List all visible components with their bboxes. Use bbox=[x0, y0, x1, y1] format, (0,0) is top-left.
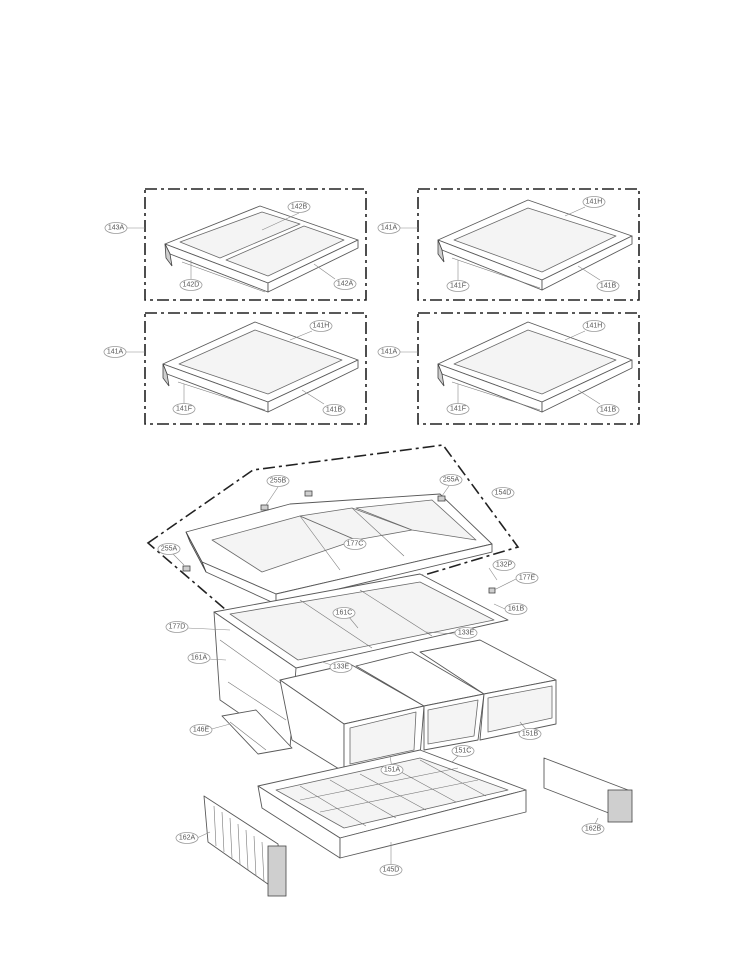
shelf-group-box-mid-left bbox=[144, 312, 367, 425]
crisper-frame bbox=[213, 573, 509, 749]
svg-text:142A: 142A bbox=[337, 281, 354, 288]
label-151c: 151C bbox=[451, 745, 475, 757]
svg-text:141F: 141F bbox=[450, 283, 466, 290]
label-141f-1: 141F bbox=[446, 280, 470, 292]
svg-text:162A: 162A bbox=[179, 835, 196, 842]
svg-text:133E: 133E bbox=[333, 664, 350, 671]
label-255b: 255B bbox=[266, 475, 290, 487]
label-141b-1: 141B bbox=[596, 280, 620, 292]
svg-text:151A: 151A bbox=[384, 767, 401, 774]
label-141b-3: 141B bbox=[596, 404, 620, 416]
label-151b: 151B bbox=[518, 728, 542, 740]
label-177c: 177C bbox=[343, 538, 367, 550]
shelf-group-box-mid-right bbox=[417, 312, 640, 425]
svg-text:141B: 141B bbox=[600, 283, 617, 290]
svg-text:161B: 161B bbox=[508, 606, 525, 613]
label-142d: 142D bbox=[179, 279, 203, 291]
svg-text:141B: 141B bbox=[326, 407, 343, 414]
label-141h-3: 141H bbox=[582, 320, 606, 332]
svg-text:177C: 177C bbox=[347, 541, 364, 548]
svg-text:177E: 177E bbox=[519, 575, 536, 582]
label-177e: 177E bbox=[515, 572, 539, 584]
label-141h-2: 141H bbox=[309, 320, 333, 332]
label-161b: 161B bbox=[504, 603, 528, 615]
label-141a-1: 141A bbox=[377, 222, 401, 234]
svg-text:141H: 141H bbox=[586, 199, 603, 206]
shelf-group-box-top-right bbox=[417, 188, 640, 301]
clip-255a-left bbox=[182, 565, 191, 572]
label-161c: 161C bbox=[332, 607, 356, 619]
svg-text:141F: 141F bbox=[450, 406, 466, 413]
label-146e: 146E bbox=[189, 724, 213, 736]
label-162a: 162A bbox=[175, 832, 199, 844]
svg-text:162B: 162B bbox=[585, 826, 602, 833]
label-133e-1: 133E bbox=[454, 627, 478, 639]
svg-text:143A: 143A bbox=[108, 225, 125, 232]
leader-lines bbox=[126, 206, 601, 869]
svg-text:141H: 141H bbox=[586, 323, 603, 330]
label-141b-2: 141B bbox=[322, 404, 346, 416]
label-142b: 142B bbox=[287, 201, 311, 213]
label-132p: 132P bbox=[492, 559, 516, 571]
svg-text:145D: 145D bbox=[383, 867, 400, 874]
svg-text:154D: 154D bbox=[495, 490, 512, 497]
svg-text:141F: 141F bbox=[176, 406, 192, 413]
glass-shelf-mid-left bbox=[162, 321, 359, 413]
label-177d: 177D bbox=[165, 621, 189, 633]
label-141a-2: 141A bbox=[103, 346, 127, 358]
svg-text:161C: 161C bbox=[336, 610, 353, 617]
label-162b: 162B bbox=[581, 823, 605, 835]
clip-177e bbox=[488, 587, 496, 594]
label-142a: 142A bbox=[333, 278, 357, 290]
svg-text:133E: 133E bbox=[458, 630, 475, 637]
clip-255a-right bbox=[437, 495, 446, 502]
split-glass-shelf bbox=[164, 205, 359, 293]
label-141a-3: 141A bbox=[377, 346, 401, 358]
bottom-basket bbox=[257, 749, 527, 859]
crisper-drawer-middle bbox=[355, 651, 485, 751]
svg-text:141A: 141A bbox=[381, 225, 398, 232]
shelf-group-box-top-left bbox=[144, 188, 367, 301]
label-133e-2: 133E bbox=[329, 661, 353, 673]
label-154d: 154D bbox=[491, 487, 515, 499]
svg-text:141H: 141H bbox=[313, 323, 330, 330]
clip-255b-a bbox=[260, 504, 269, 511]
svg-text:132P: 132P bbox=[496, 562, 513, 569]
svg-text:151B: 151B bbox=[522, 731, 539, 738]
glass-shelf-top-right bbox=[437, 199, 633, 291]
svg-text:146E: 146E bbox=[193, 727, 210, 734]
side-panel-right bbox=[543, 757, 633, 823]
svg-text:255A: 255A bbox=[443, 477, 460, 484]
svg-text:255B: 255B bbox=[270, 478, 287, 485]
svg-text:255A: 255A bbox=[161, 546, 178, 553]
crisper-cover bbox=[185, 493, 493, 605]
svg-text:151C: 151C bbox=[455, 748, 472, 755]
label-161a: 161A bbox=[187, 652, 211, 664]
label-143a: 143A bbox=[104, 222, 128, 234]
label-151a: 151A bbox=[380, 764, 404, 776]
label-141f-2: 141F bbox=[172, 403, 196, 415]
label-141h-1: 141H bbox=[582, 196, 606, 208]
crisper-drawer-right bbox=[419, 639, 557, 741]
svg-text:142D: 142D bbox=[183, 282, 200, 289]
svg-text:141A: 141A bbox=[381, 349, 398, 356]
label-255a-left: 255A bbox=[157, 543, 181, 555]
svg-text:142B: 142B bbox=[291, 204, 308, 211]
svg-text:141B: 141B bbox=[600, 407, 617, 414]
label-145d: 145D bbox=[379, 864, 403, 876]
clip-255b-b bbox=[304, 490, 313, 497]
label-255a-right: 255A bbox=[439, 474, 463, 486]
slide-rail bbox=[221, 709, 293, 755]
label-141f-3: 141F bbox=[446, 403, 470, 415]
svg-text:161A: 161A bbox=[191, 655, 208, 662]
svg-text:141A: 141A bbox=[107, 349, 124, 356]
grille-panel-left bbox=[203, 795, 287, 897]
glass-shelf-mid-right bbox=[437, 321, 633, 413]
svg-text:177D: 177D bbox=[169, 624, 186, 631]
